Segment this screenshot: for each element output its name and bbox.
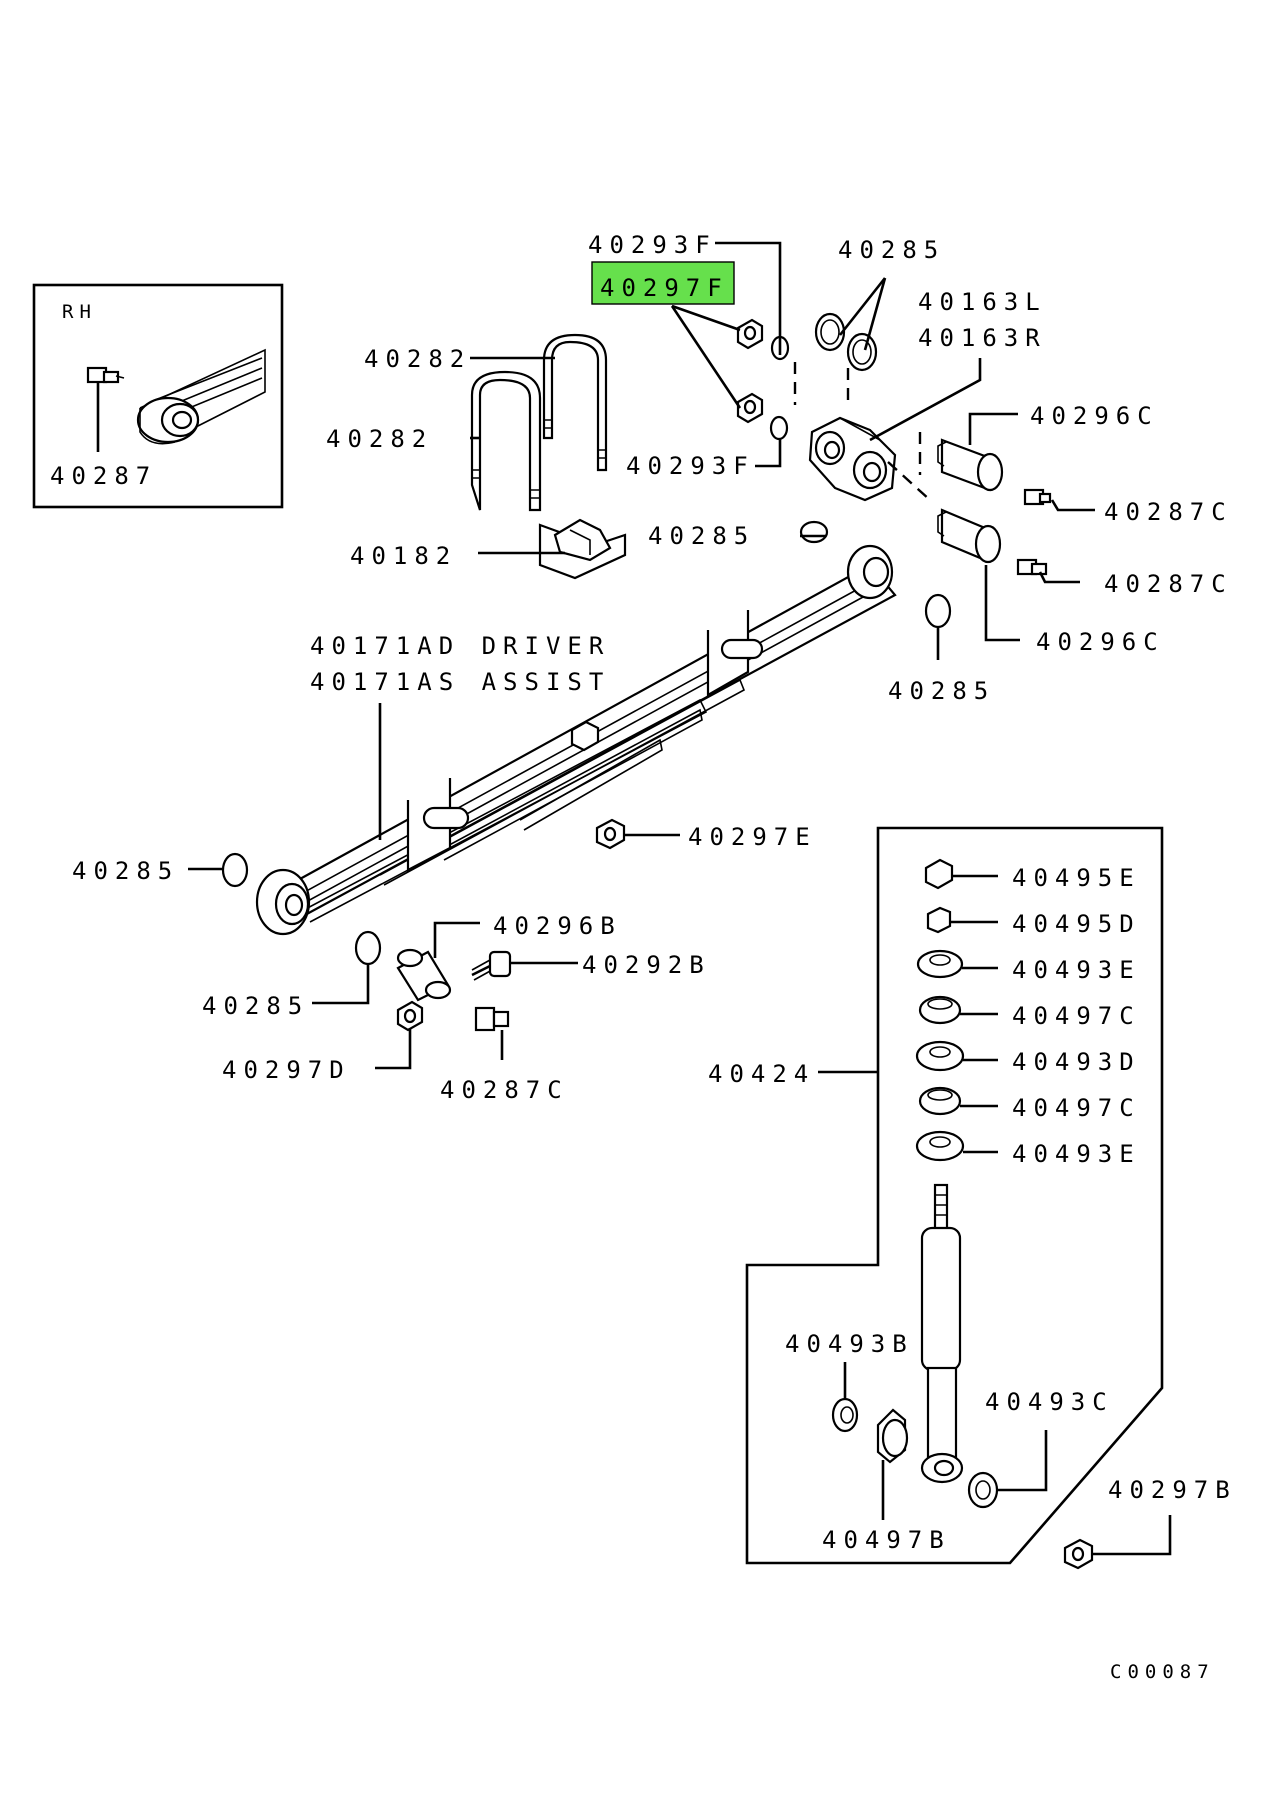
part-label-40293F-top[interactable]: 40293F <box>588 231 717 259</box>
leaf-spring <box>255 544 897 936</box>
part-label-40497B[interactable]: 40497B <box>822 1526 951 1554</box>
part-label-40285-right[interactable]: 40285 <box>888 677 995 705</box>
highlight-box <box>591 261 735 305</box>
diagram-id: C00087 <box>1110 1661 1215 1683</box>
part-label-40287C-c[interactable]: 40287C <box>440 1076 569 1104</box>
part-label-40297D[interactable]: 40297D <box>222 1056 351 1084</box>
u-bolt-front <box>470 370 542 512</box>
washer-lower <box>769 415 789 441</box>
part-label-40497C-b[interactable]: 40497C <box>1012 1094 1141 1122</box>
leader-lines <box>188 241 1172 1556</box>
washer-40285-right <box>924 593 952 629</box>
part-label-40171AS[interactable]: 40171AS ASSIST <box>310 668 610 696</box>
part-label-40282-b[interactable]: 40282 <box>326 425 433 453</box>
part-label-40424[interactable]: 40424 <box>708 1060 815 1088</box>
washer-40285-mid <box>799 520 829 544</box>
part-labels: 40293F 40297F 40285 40163L 40163R 40282 … <box>72 231 1237 1554</box>
grease-fitting-mid <box>1016 558 1048 576</box>
part-label-40296C-bot[interactable]: 40296C <box>1036 628 1165 656</box>
part-label-40282-a[interactable]: 40282 <box>364 345 471 373</box>
part-label-40493E-b[interactable]: 40493E <box>1012 1140 1141 1168</box>
inset-bolt-icon <box>86 366 125 384</box>
nut-40495D <box>926 906 952 934</box>
spring-pad <box>538 518 627 580</box>
nut-lower <box>736 392 764 424</box>
part-label-40163L[interactable]: 40163L <box>918 288 1047 316</box>
shackle-pin-upper <box>937 438 1004 492</box>
bushing-ring-2 <box>846 332 878 372</box>
part-label-40495D[interactable]: 40495D <box>1012 910 1141 938</box>
shock-hardware-stack <box>915 858 965 1162</box>
part-label-40182[interactable]: 40182 <box>350 542 457 570</box>
grease-fitting-upper <box>1023 488 1052 506</box>
front-nut-40297D <box>396 1000 424 1032</box>
inset-spring-eye-drawing <box>136 348 266 445</box>
front-grease-40287C <box>474 1006 510 1032</box>
bushing-40493E-a <box>916 949 964 979</box>
shock-kit-frame <box>745 826 1164 1565</box>
part-label-40171AD[interactable]: 40171AD DRIVER <box>310 632 610 660</box>
part-label-40497C-a[interactable]: 40497C <box>1012 1002 1141 1030</box>
part-label-40293F-bot[interactable]: 40293F <box>626 452 755 480</box>
part-label-40285-low[interactable]: 40285 <box>202 992 309 1020</box>
part-label-40292B[interactable]: 40292B <box>582 951 711 979</box>
nut-40297E <box>595 818 626 850</box>
bushing-40493E-b <box>915 1130 965 1162</box>
bushing-ring-1 <box>814 312 846 352</box>
nut-40495E <box>924 858 954 890</box>
part-label-40493E-a[interactable]: 40493E <box>1012 956 1141 984</box>
part-label-40287C-b[interactable]: 40287C <box>1104 570 1233 598</box>
lower-sleeve-40497B <box>876 1408 909 1464</box>
washer-40497C-a <box>918 995 962 1025</box>
part-label-40296B[interactable]: 40296B <box>493 912 622 940</box>
part-label-40285-top[interactable]: 40285 <box>838 236 945 264</box>
lower-bushing-40493B <box>831 1397 859 1433</box>
lower-bushing-40493C <box>967 1471 999 1509</box>
part-label-40297E[interactable]: 40297E <box>688 823 817 851</box>
inset-part-label[interactable]: 40287 <box>50 462 157 490</box>
shackle-pin-lower <box>937 508 1002 564</box>
washer-40285-left <box>221 852 249 888</box>
part-label-40285-mid[interactable]: 40285 <box>648 522 755 550</box>
shackle-assembly <box>808 416 897 502</box>
part-label-40493B[interactable]: 40493B <box>785 1330 914 1358</box>
inset-frame <box>32 283 284 509</box>
washer-40285-low <box>354 930 382 966</box>
nut-40297B <box>1063 1538 1094 1570</box>
part-label-40495E[interactable]: 40495E <box>1012 864 1141 892</box>
u-bolt-rear <box>542 333 608 472</box>
part-label-40297F[interactable]: 40297F <box>600 274 729 302</box>
part-label-40287C-a[interactable]: 40287C <box>1104 498 1233 526</box>
part-label-40297B[interactable]: 40297B <box>1108 1476 1237 1504</box>
inset-rh: RH 40287 <box>32 283 284 509</box>
front-bolt-40292B <box>471 950 512 981</box>
part-label-40493C[interactable]: 40493C <box>985 1388 1114 1416</box>
shock-absorber-body <box>920 1183 964 1484</box>
part-label-40493D[interactable]: 40493D <box>1012 1048 1141 1076</box>
part-label-40163R[interactable]: 40163R <box>918 324 1047 352</box>
nut-upper <box>736 318 764 350</box>
washer-40497C-b <box>918 1086 962 1116</box>
part-label-40296C-top[interactable]: 40296C <box>1030 402 1159 430</box>
part-label-40285-left[interactable]: 40285 <box>72 857 179 885</box>
front-pin-40296B <box>396 948 452 1002</box>
bushing-40493D <box>915 1040 965 1072</box>
inset-title: RH <box>62 301 97 323</box>
